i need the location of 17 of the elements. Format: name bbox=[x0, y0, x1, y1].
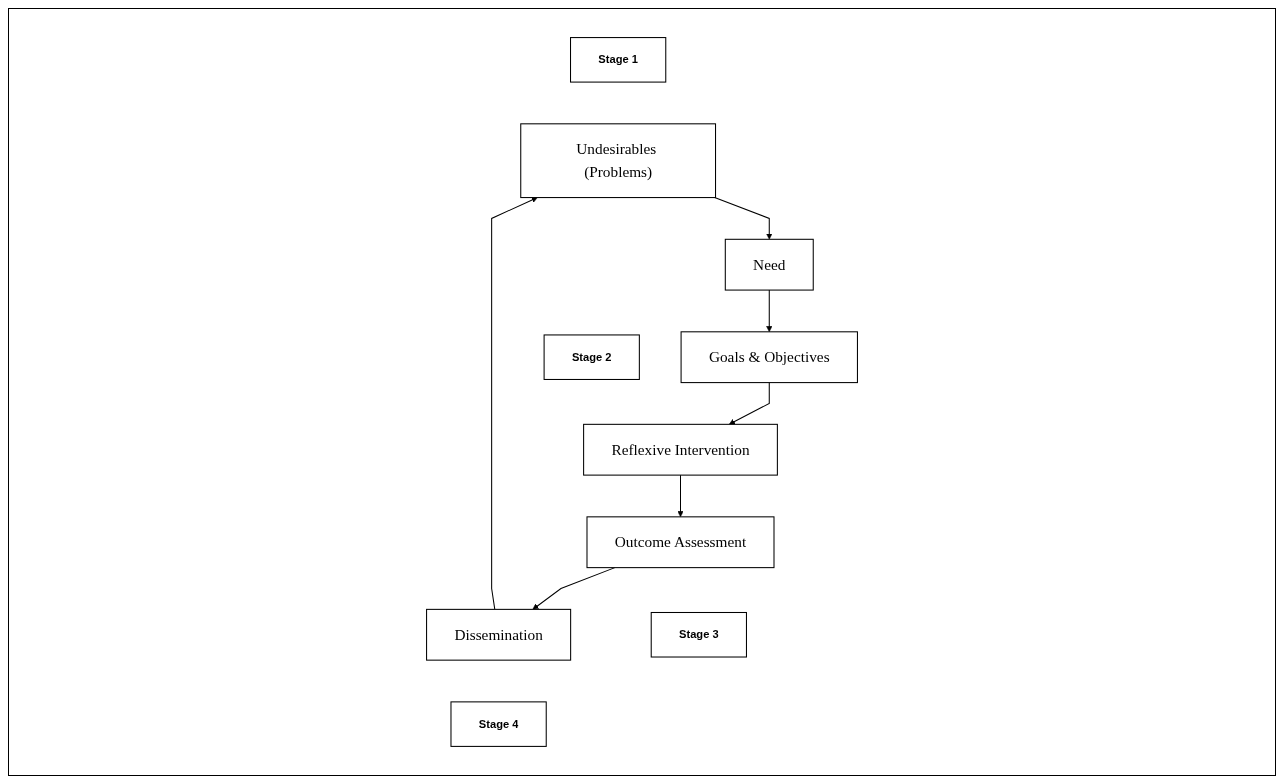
node-box bbox=[650, 612, 747, 658]
arrow bbox=[728, 382, 770, 425]
arrow bbox=[491, 197, 538, 610]
arrow bbox=[677, 474, 684, 518]
arrow bbox=[532, 567, 616, 610]
node-box bbox=[586, 516, 775, 569]
node-box bbox=[426, 608, 572, 661]
arrow bbox=[766, 289, 773, 333]
node-box bbox=[680, 331, 858, 384]
arrow bbox=[714, 197, 773, 240]
node-box bbox=[450, 701, 547, 747]
node-box bbox=[543, 334, 640, 380]
node-box bbox=[583, 423, 778, 476]
node-box bbox=[520, 123, 717, 199]
node-box bbox=[724, 238, 814, 291]
node-box bbox=[570, 37, 667, 83]
frame-border: Stage 1 Stage 2 Need Goals & Objectives Undesirables (Problems) Reflexive Intervention Dissemination Outcome Assessment Stage 4 Stage 3 bbox=[8, 8, 1276, 776]
